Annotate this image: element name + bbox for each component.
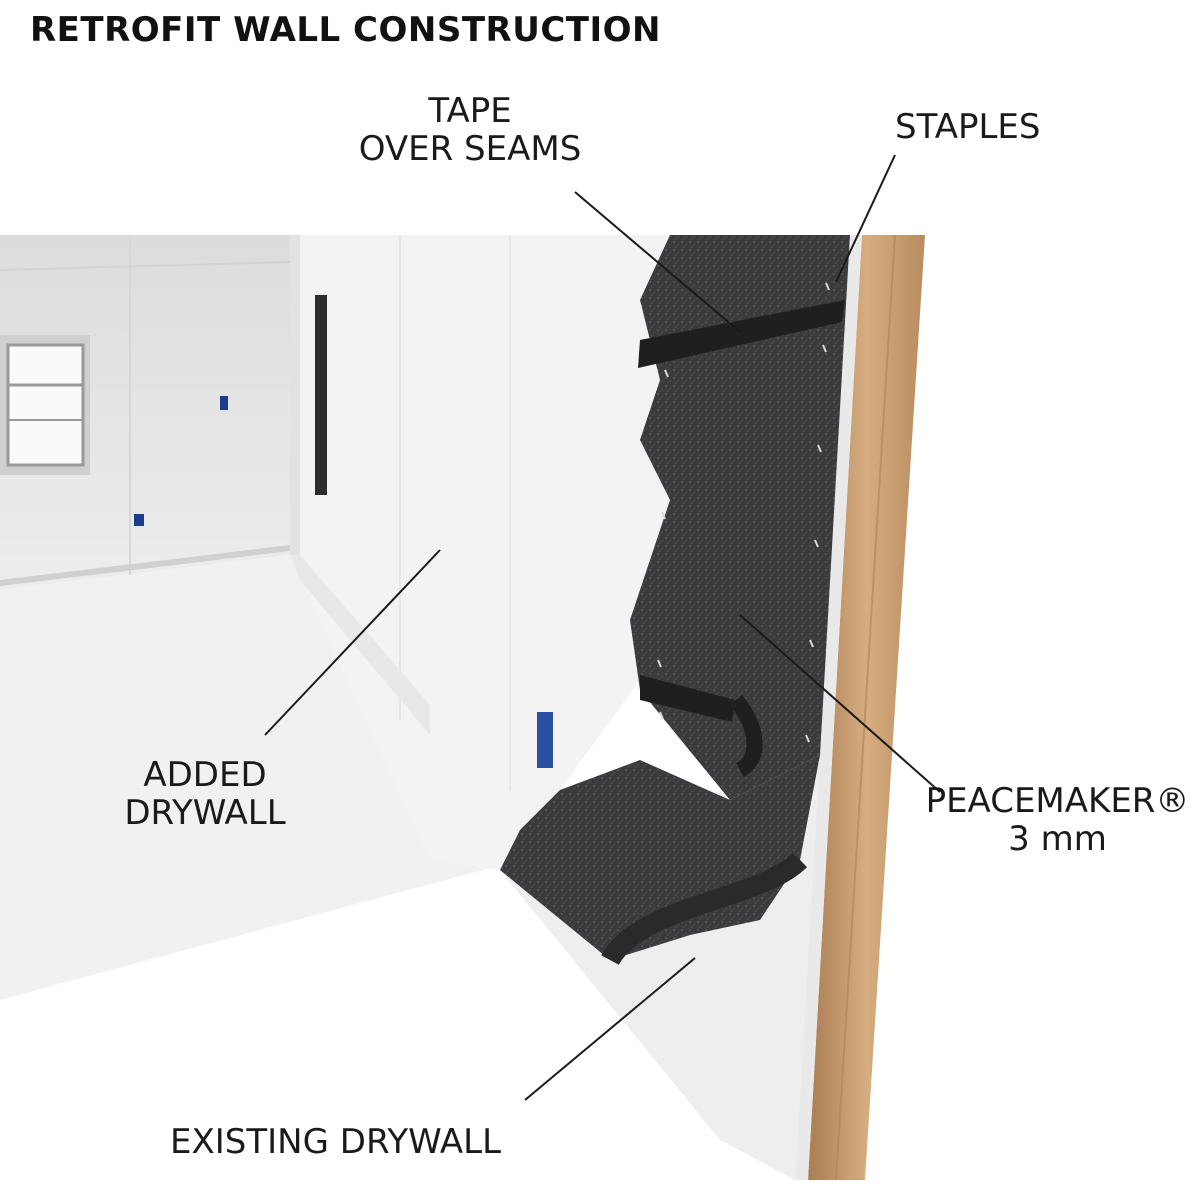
label-tape-over-seams: TAPE OVER SEAMS (345, 92, 595, 168)
label-line: DRYWALL (110, 794, 300, 832)
label-line: 3 mm (915, 820, 1200, 858)
side-window-slot (315, 295, 327, 495)
label-staples: STAPLES (895, 108, 1065, 146)
label-line: EXISTING DRYWALL (170, 1123, 530, 1161)
label-line: TAPE (345, 92, 595, 130)
outlet-box-icon (537, 712, 553, 768)
label-line: OVER SEAMS (345, 130, 595, 168)
label-line: PEACEMAKER® (915, 782, 1200, 820)
outlet-box-icon (134, 514, 144, 526)
label-peacemaker: PEACEMAKER® 3 mm (915, 782, 1200, 858)
label-line: ADDED (110, 756, 300, 794)
outlet-box-icon (220, 396, 228, 410)
label-added-drywall: ADDED DRYWALL (110, 756, 300, 832)
label-existing-drywall: EXISTING DRYWALL (170, 1123, 530, 1161)
window (0, 335, 90, 475)
label-line: STAPLES (895, 108, 1065, 146)
